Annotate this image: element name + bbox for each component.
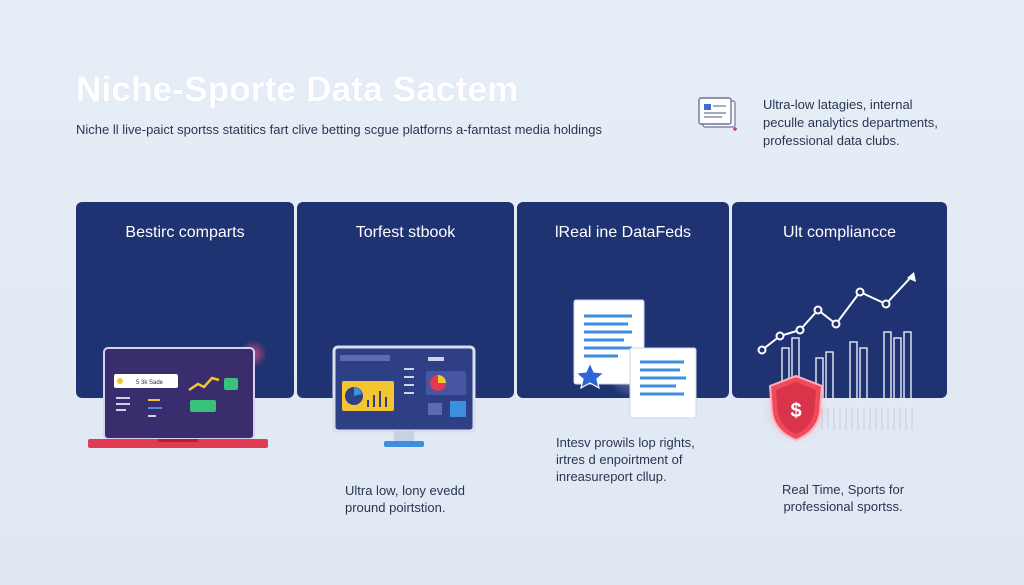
- card-title: Torfest stbook: [355, 224, 456, 241]
- top-note-line: Ultra-low latagies, internal: [763, 97, 913, 112]
- description-line: professional sportss.: [783, 499, 903, 514]
- document-icon: [698, 97, 737, 131]
- screen-label: 5 3k Sade: [136, 380, 164, 386]
- laptop-dashboard-icon: 5 3k Sade: [88, 340, 268, 448]
- description-line: Ultra low, lony evedd: [345, 483, 465, 498]
- page-subtitle: Niche ll live-paict sportss statitics fa…: [76, 122, 603, 137]
- top-note: Ultra-low latagies, internal peculle ana…: [763, 96, 963, 150]
- top-note-line: professional data clubs.: [763, 133, 900, 148]
- description-line: Real Time, Sports for: [782, 482, 905, 497]
- chart-shield-icon: $: [757, 272, 916, 444]
- card-title: Bestirc comparts: [125, 224, 245, 241]
- card-title: Ult compliancce: [783, 224, 896, 241]
- card-description: Intesv prowils lop rights, irtres d enpo…: [556, 434, 695, 485]
- desktop-monitor-icon: [332, 345, 476, 447]
- description-line: inreasureport cllup.: [556, 469, 667, 484]
- description-line: pround poirtstion.: [345, 500, 446, 515]
- page-title: Niche-Sporte Data Sactem: [76, 70, 519, 109]
- documents-star-icon: [573, 299, 697, 419]
- shield-symbol: $: [790, 400, 801, 422]
- top-note-line: peculle analytics departments,: [763, 115, 938, 130]
- card-description: Real Time, Sports for professional sport…: [782, 481, 904, 515]
- description-line: irtres d enpoirtment of: [556, 452, 683, 467]
- description-line: Intesv prowils lop rights,: [556, 435, 695, 450]
- card-title: lReal ine DataFeds: [554, 224, 692, 241]
- card-description: Ultra low, lony evedd pround poirtstion.: [345, 482, 465, 516]
